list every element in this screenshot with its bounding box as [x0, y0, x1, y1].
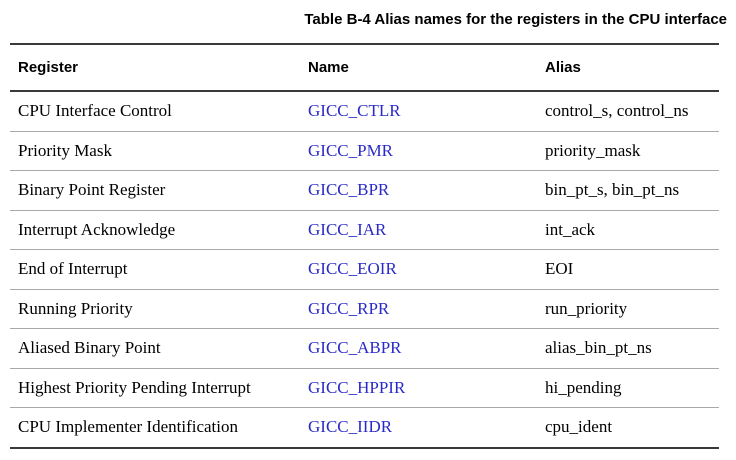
- register-link[interactable]: GICC_BPR: [308, 180, 390, 200]
- alias-cell: alias_bin_pt_ns: [545, 338, 652, 358]
- alias-cell: bin_pt_s, bin_pt_ns: [545, 180, 680, 200]
- column-header-register: Register: [18, 59, 79, 76]
- register-cell: Highest Priority Pending Interrupt: [18, 377, 251, 397]
- table-row: End of Interrupt GICC_EOIR EOI: [10, 250, 719, 290]
- table-row: Aliased Binary Point GICC_ABPR alias_bin…: [10, 329, 719, 369]
- column-header-alias: Alias: [545, 59, 581, 76]
- name-cell: GICC_HPPIR: [308, 378, 545, 398]
- table-row: Interrupt Acknowledge GICC_IAR int_ack: [10, 211, 719, 250]
- register-link[interactable]: GICC_PMR: [308, 140, 394, 160]
- register-link[interactable]: GICC_EOIR: [308, 259, 397, 279]
- name-cell: GICC_EOIR: [308, 259, 545, 279]
- name-cell: GICC_IAR: [308, 220, 545, 240]
- register-link[interactable]: GICC_IIDR: [308, 417, 393, 437]
- register-link[interactable]: GICC_ABPR: [308, 338, 402, 358]
- alias-cell: int_ack: [545, 219, 596, 239]
- column-header-name: Name: [308, 59, 349, 76]
- name-cell: GICC_PMR: [308, 141, 545, 161]
- register-cell: CPU Implementer Identification: [18, 417, 238, 437]
- register-link[interactable]: GICC_CTLR: [308, 101, 401, 121]
- register-cell: Priority Mask: [18, 140, 112, 160]
- table-row: Running Priority GICC_RPR run_priority: [10, 290, 719, 329]
- table-caption: Table B-4 Alias names for the registers …: [304, 11, 727, 28]
- alias-cell: control_s, control_ns: [545, 101, 689, 121]
- table-header-row: Register Name Alias: [10, 43, 719, 92]
- name-cell: GICC_RPR: [308, 299, 545, 319]
- register-link[interactable]: GICC_RPR: [308, 298, 390, 318]
- register-link[interactable]: GICC_HPPIR: [308, 377, 406, 397]
- name-cell: GICC_ABPR: [308, 338, 545, 358]
- name-cell: GICC_BPR: [308, 180, 545, 200]
- table-row: CPU Implementer Identification GICC_IIDR…: [10, 408, 719, 449]
- table-row: CPU Interface Control GICC_CTLR control_…: [10, 92, 719, 132]
- table-row: Priority Mask GICC_PMR priority_mask: [10, 132, 719, 171]
- alias-cell: run_priority: [545, 298, 628, 318]
- register-cell: Aliased Binary Point: [18, 338, 161, 358]
- name-cell: GICC_CTLR: [308, 101, 545, 121]
- table-row: Binary Point Register GICC_BPR bin_pt_s,…: [10, 171, 719, 211]
- register-cell: Interrupt Acknowledge: [18, 219, 176, 239]
- alias-table: Register Name Alias CPU Interface Contro…: [10, 43, 719, 449]
- alias-cell: priority_mask: [545, 140, 641, 160]
- name-cell: GICC_IIDR: [308, 417, 545, 437]
- register-link[interactable]: GICC_IAR: [308, 219, 387, 239]
- register-cell: CPU Interface Control: [18, 101, 172, 121]
- table-row: Highest Priority Pending Interrupt GICC_…: [10, 369, 719, 408]
- register-cell: Running Priority: [18, 298, 133, 318]
- alias-cell: EOI: [545, 259, 574, 279]
- alias-cell: hi_pending: [545, 377, 622, 397]
- register-cell: End of Interrupt: [18, 259, 128, 279]
- register-cell: Binary Point Register: [18, 180, 166, 200]
- alias-cell: cpu_ident: [545, 417, 613, 437]
